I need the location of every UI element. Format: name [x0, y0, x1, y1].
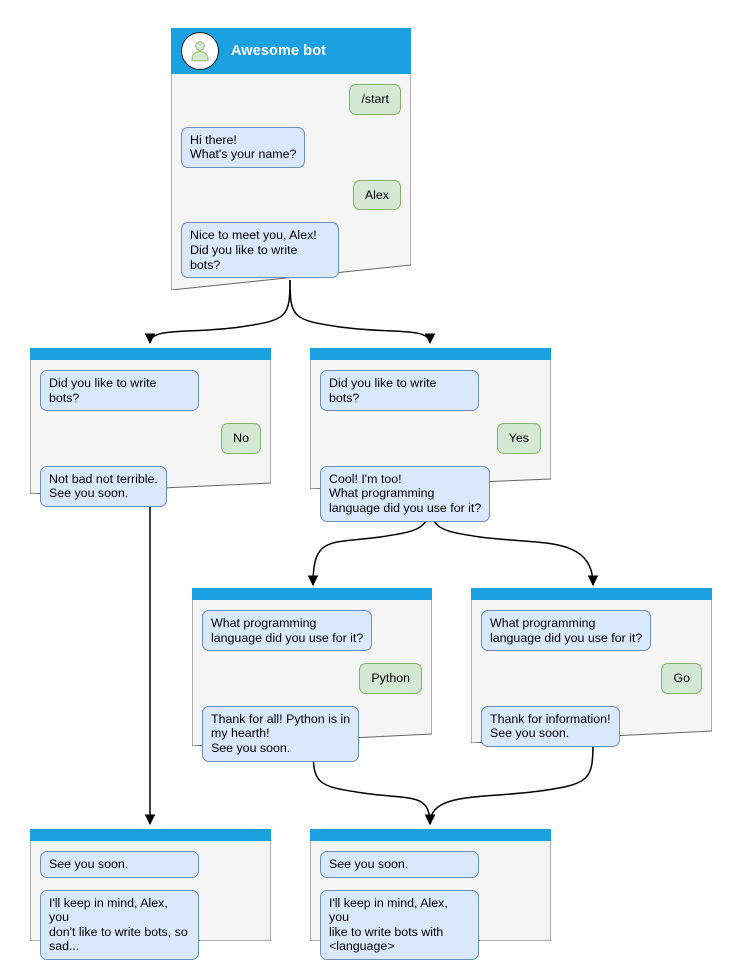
user-message-bubble[interactable]: Python [359, 663, 422, 694]
message-row: Did you like to write bots? [40, 370, 261, 412]
bot-message-bubble[interactable]: See you soon. [320, 851, 480, 878]
bot-message-bubble[interactable]: Thank for information! See you soon. [481, 705, 620, 747]
message-row: I'll keep in mind, Alex, you like to wri… [320, 889, 541, 960]
bot-message-bubble[interactable]: Hi there! What's your name? [181, 126, 306, 168]
bot-message-bubble[interactable]: What programming language did you use fo… [481, 610, 652, 652]
chat-body: See you soon. I'll keep in mind, Alex, y… [30, 841, 271, 968]
bot-message-bubble[interactable]: Did you like to write bots? [40, 370, 200, 412]
message-row: I'll keep in mind, Alex, you don't like … [40, 889, 261, 960]
message-row: No [40, 423, 261, 454]
chat-card-end-happy[interactable]: See you soon. I'll keep in mind, Alex, y… [310, 829, 551, 960]
message-row: Alex [181, 179, 401, 211]
bot-message-bubble[interactable]: Nice to meet you, Alex! Did you like to … [181, 222, 340, 279]
message-row: Not bad not terrible. See you soon. [40, 465, 261, 507]
chat-body: See you soon. I'll keep in mind, Alex, y… [310, 841, 551, 968]
bot-message-bubble[interactable]: What programming language did you use fo… [202, 610, 373, 652]
bot-message-bubble[interactable]: Not bad not terrible. See you soon. [40, 465, 167, 507]
chat-card-language-python[interactable]: What programming language did you use fo… [192, 588, 432, 762]
message-row: What programming language did you use fo… [481, 610, 702, 652]
bot-message-bubble[interactable]: Did you like to write bots? [320, 370, 480, 412]
bot-message-bubble[interactable]: Thank for all! Python is in my hearth! S… [202, 705, 360, 762]
message-row: See you soon. [320, 851, 541, 878]
bot-message-bubble[interactable]: Cool! I'm too! What programming language… [320, 465, 491, 522]
message-row: Cool! I'm too! What programming language… [320, 465, 541, 522]
card-titlebar: Awesome bot [171, 28, 411, 74]
card-titlebar [310, 829, 551, 841]
user-message-bubble[interactable]: Go [661, 663, 702, 694]
card-titlebar [30, 829, 271, 841]
chat-body: What programming language did you use fo… [471, 600, 712, 755]
message-row: /start [181, 84, 401, 115]
user-message-bubble[interactable]: Alex [352, 179, 401, 211]
user-message-bubble[interactable]: Yes [496, 423, 541, 454]
message-row: What programming language did you use fo… [202, 610, 422, 652]
chat-card-language-go[interactable]: What programming language did you use fo… [471, 588, 712, 747]
chat-card-start[interactable]: Awesome bot /start Hi there! What's your… [171, 28, 411, 290]
message-row: Did you like to write bots? [320, 370, 541, 412]
chat-body: /start Hi there! What's your name? Alex … [171, 74, 411, 286]
card-titlebar [192, 588, 432, 600]
message-row: Thank for all! Python is in my hearth! S… [202, 705, 422, 762]
chat-card-end-sad[interactable]: See you soon. I'll keep in mind, Alex, y… [30, 829, 271, 960]
person-avatar-icon [181, 32, 219, 70]
user-message-bubble[interactable]: /start [349, 84, 401, 115]
chat-card-answer-no[interactable]: Did you like to write bots? No Not bad n… [30, 348, 271, 507]
chat-body: Did you like to write bots? No Not bad n… [30, 360, 271, 515]
message-row: Go [481, 663, 702, 694]
user-message-bubble[interactable]: No [221, 423, 261, 454]
message-row: See you soon. [40, 851, 261, 878]
bot-title: Awesome bot [231, 43, 327, 59]
message-row: Thank for information! See you soon. [481, 705, 702, 747]
bot-message-bubble[interactable]: I'll keep in mind, Alex, you like to wri… [320, 889, 480, 960]
chat-card-answer-yes[interactable]: Did you like to write bots? Yes Cool! I'… [310, 348, 551, 522]
chat-body: Did you like to write bots? Yes Cool! I'… [310, 360, 551, 530]
message-row: Hi there! What's your name? [181, 126, 401, 168]
bot-message-bubble[interactable]: See you soon. [40, 851, 200, 878]
message-row: Nice to meet you, Alex! Did you like to … [181, 222, 401, 279]
bot-message-bubble[interactable]: I'll keep in mind, Alex, you don't like … [40, 889, 200, 960]
message-row: Python [202, 663, 422, 694]
card-titlebar [310, 348, 551, 360]
chat-body: What programming language did you use fo… [192, 600, 432, 770]
card-titlebar [30, 348, 271, 360]
card-titlebar [471, 588, 712, 600]
message-row: Yes [320, 423, 541, 454]
